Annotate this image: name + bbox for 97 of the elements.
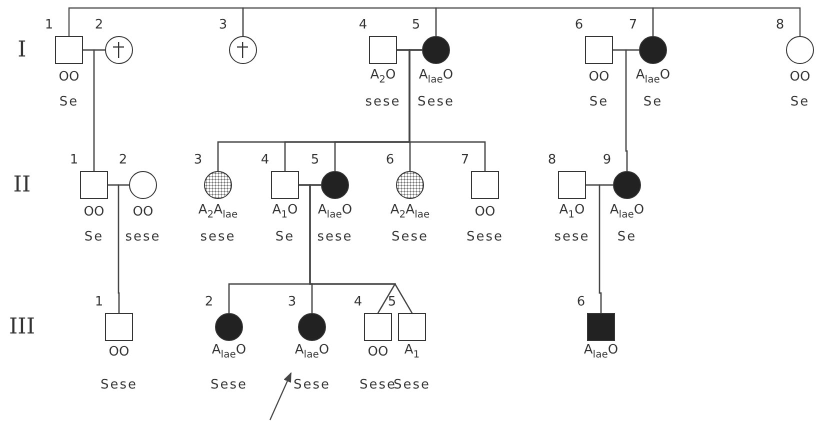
pedigree-line: [68, 7, 244, 36]
genotype-label: A$_{lae}$O: [294, 344, 330, 360]
pedigree-line: [118, 184, 129, 313]
genotype-label: OO: [474, 206, 496, 218]
individual-number: 8: [776, 18, 784, 32]
affected-female-circle: [215, 313, 243, 341]
individual-number: 5: [310, 154, 320, 166]
genotype-label: A$_{lae}$O: [610, 204, 644, 220]
secretor-label: Sese: [100, 378, 138, 392]
genotype-label: A$_{2}$O: [370, 68, 396, 86]
male-square: [558, 171, 586, 199]
individual-number: 6: [574, 18, 584, 32]
genotype-label: OO: [368, 346, 388, 358]
genotype-label: A$_{lae}$O: [318, 204, 352, 220]
secretor-label: Sese: [391, 230, 429, 244]
genotype-label: OO: [58, 70, 80, 84]
individual-number: 2: [204, 296, 214, 308]
genotype-label: OO: [108, 346, 130, 358]
male-square: [398, 313, 426, 341]
genotype-label: A$_{lae}$O: [418, 68, 454, 86]
individual-number: 6: [386, 154, 394, 166]
genotype-label: A$_{2}$A$_{lae}$: [390, 204, 430, 220]
affected-female-circle: [298, 313, 326, 341]
genotype-label: OO: [132, 206, 154, 218]
dotted-female-circle: [396, 171, 424, 199]
secretor-label: sese: [125, 230, 161, 244]
proband-arrow: [269, 372, 292, 420]
genotype-label: OO: [790, 70, 810, 84]
pedigree-line: [93, 49, 105, 171]
secretor-label: sese: [317, 230, 353, 244]
pedigree-line: [625, 49, 639, 171]
generation-numeral: II: [13, 172, 31, 198]
male-square: [585, 36, 613, 64]
affected-female-circle: [321, 171, 349, 199]
individual-number: 7: [628, 18, 638, 32]
genotype-label: A$_{lae}$O: [636, 68, 670, 86]
secretor-label: Se: [59, 96, 79, 108]
male-square: [471, 171, 499, 199]
individual-number: 3: [288, 296, 296, 308]
secretor-label: Se: [84, 230, 104, 244]
male-square: [55, 36, 83, 64]
genotype-label: A$_{lae}$O: [584, 344, 618, 360]
individual-number: 5: [388, 296, 396, 308]
secretor-label: sese: [200, 230, 236, 244]
individual-number: 5: [412, 18, 420, 32]
secretor-label: Se: [790, 96, 810, 108]
secretor-label: Se: [643, 96, 663, 108]
secretor-label: Sese: [417, 96, 455, 108]
genotype-label: A$_{1}$: [404, 344, 420, 360]
genotype-label: A$_{1}$O: [559, 204, 585, 220]
individual-number: 8: [548, 154, 556, 166]
individual-number: 1: [94, 296, 104, 308]
generation-numeral: III: [8, 314, 36, 340]
individual-number: 1: [70, 154, 78, 166]
male-square: [364, 313, 392, 341]
male-square: [80, 171, 108, 199]
individual-number: 3: [218, 18, 228, 32]
female-circle: [129, 171, 157, 199]
individual-number: 4: [354, 296, 362, 308]
genotype-label: OO: [588, 70, 610, 84]
secretor-label: sese: [365, 96, 401, 108]
pedigree-line: [598, 184, 613, 313]
individual-number: 7: [460, 154, 470, 166]
deceased-female-circle: [105, 36, 133, 64]
individual-number: 4: [358, 18, 368, 32]
genotype-label: OO: [84, 206, 104, 218]
individual-number: 2: [118, 154, 128, 166]
secretor-label: Sese: [210, 378, 248, 392]
affected-female-circle: [639, 36, 667, 64]
secretor-label: Sese: [293, 378, 331, 392]
affected-male-square: [587, 313, 615, 341]
genotype-label: A$_{lae}$O: [212, 344, 246, 360]
secretor-label: Sese: [466, 230, 504, 244]
individual-number: 6: [576, 296, 586, 308]
individual-number: 9: [602, 154, 612, 166]
individual-number: 2: [94, 18, 104, 32]
female-circle: [786, 36, 814, 64]
male-square: [369, 36, 397, 64]
individual-number: 3: [194, 154, 202, 166]
secretor-label: Se: [617, 230, 637, 244]
secretor-label: Sese: [393, 378, 431, 392]
genotype-label: A$_{1}$O: [272, 204, 298, 220]
individual-number: 4: [260, 154, 270, 166]
male-square: [105, 313, 133, 341]
genotype-label: A$_{2}$A$_{lae}$: [198, 204, 238, 220]
secretor-label: sese: [554, 230, 590, 244]
pedigree-line: [242, 7, 437, 36]
male-square: [271, 171, 299, 199]
dotted-female-circle: [204, 171, 232, 199]
generation-numeral: I: [18, 38, 26, 62]
individual-number: 1: [44, 18, 54, 32]
pedigree-line: [435, 7, 654, 36]
deceased-female-circle: [229, 36, 257, 64]
affected-female-circle: [613, 171, 641, 199]
secretor-label: Se: [275, 230, 295, 244]
secretor-label: Se: [589, 96, 609, 108]
affected-female-circle: [422, 36, 450, 64]
